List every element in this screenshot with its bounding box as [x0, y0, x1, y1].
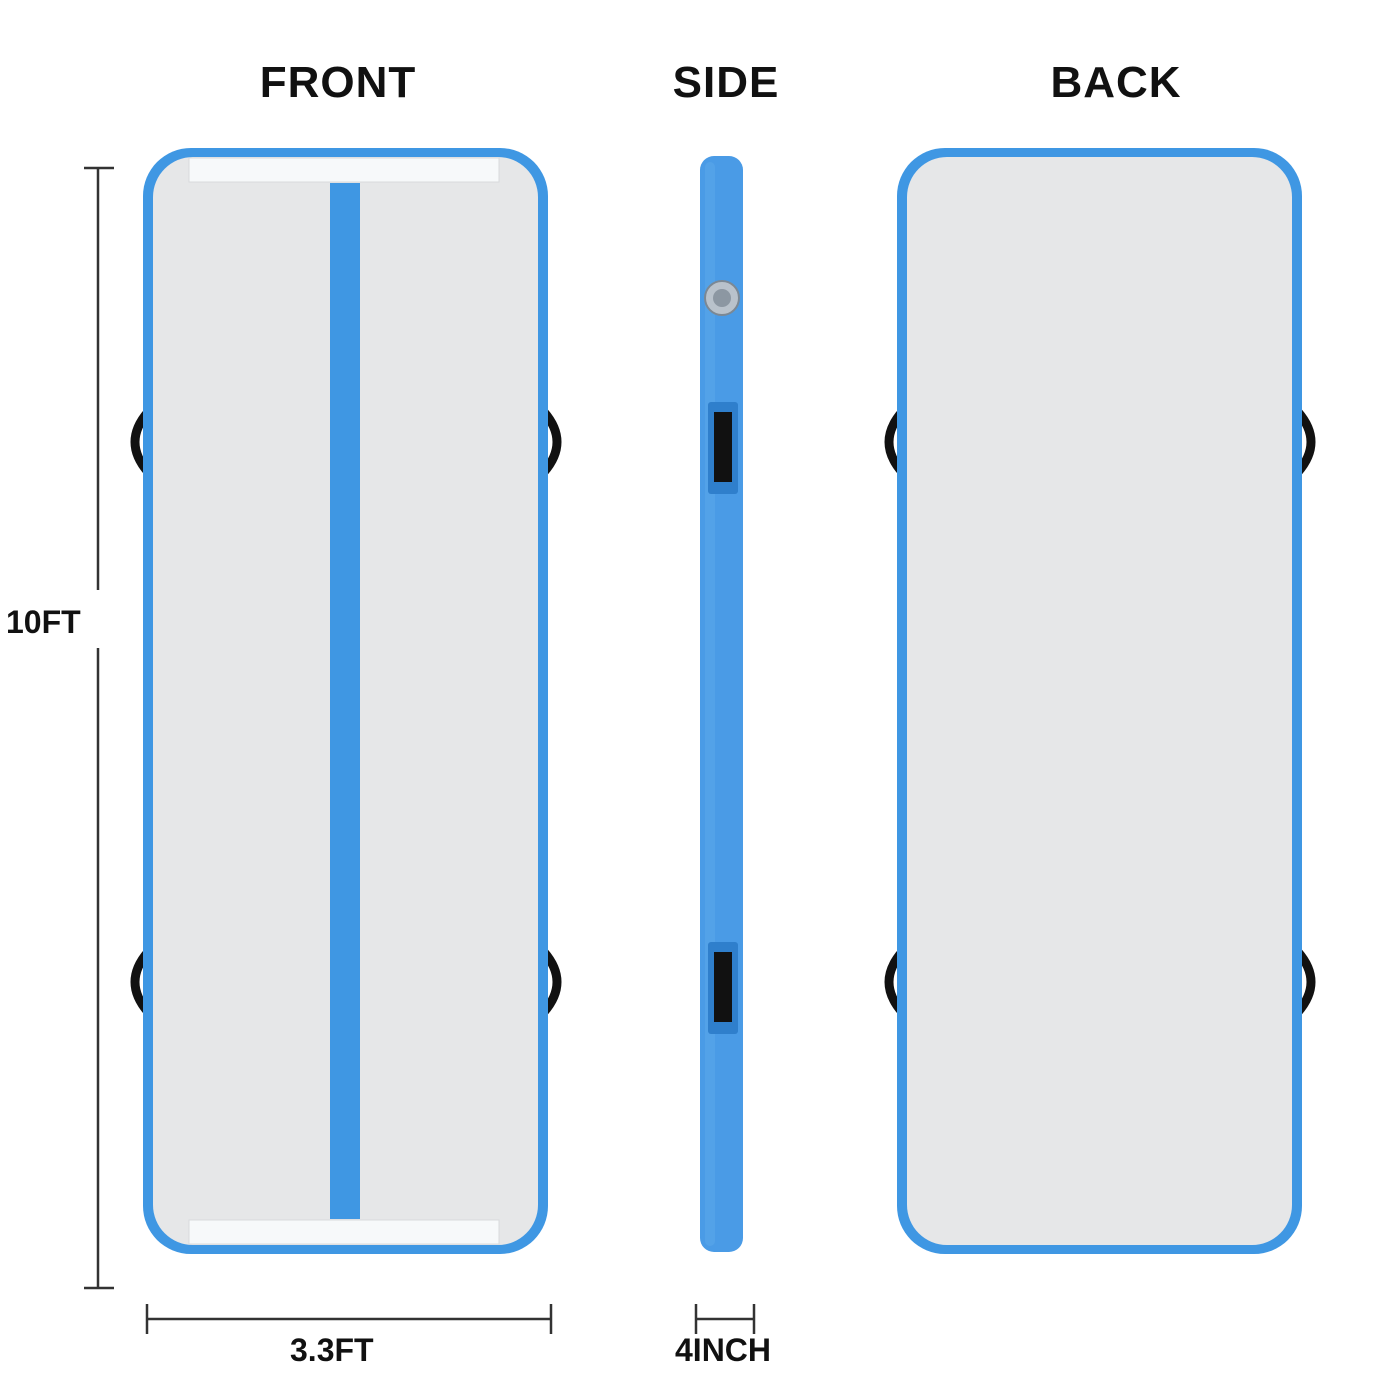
- back-view: [884, 148, 1316, 1254]
- length-label: 10FT: [6, 604, 81, 640]
- back-handle-right-top: [1294, 409, 1316, 475]
- thickness-dimension: [694, 1304, 756, 1334]
- back-handle-right-bottom: [1294, 949, 1316, 1015]
- front-end-strip-top: [188, 157, 500, 183]
- thickness-label: 4INCH: [675, 1332, 772, 1368]
- side-mat-highlight: [705, 162, 715, 1246]
- front-center-stripe: [330, 183, 360, 1219]
- front-view: [130, 148, 562, 1254]
- width-dimension: [145, 1304, 553, 1334]
- side-view-title: SIDE: [672, 58, 780, 107]
- front-handle-right-bottom: [540, 949, 562, 1015]
- front-handle-right-top: [540, 409, 562, 475]
- length-dimension: [84, 166, 114, 1290]
- back-mat-surface: [907, 157, 1292, 1245]
- front-end-strip-bottom: [188, 1219, 500, 1245]
- back-view-title: BACK: [1050, 58, 1182, 107]
- width-label: 3.3FT: [290, 1332, 374, 1368]
- side-view: [700, 156, 743, 1252]
- front-view-title: FRONT: [259, 58, 417, 107]
